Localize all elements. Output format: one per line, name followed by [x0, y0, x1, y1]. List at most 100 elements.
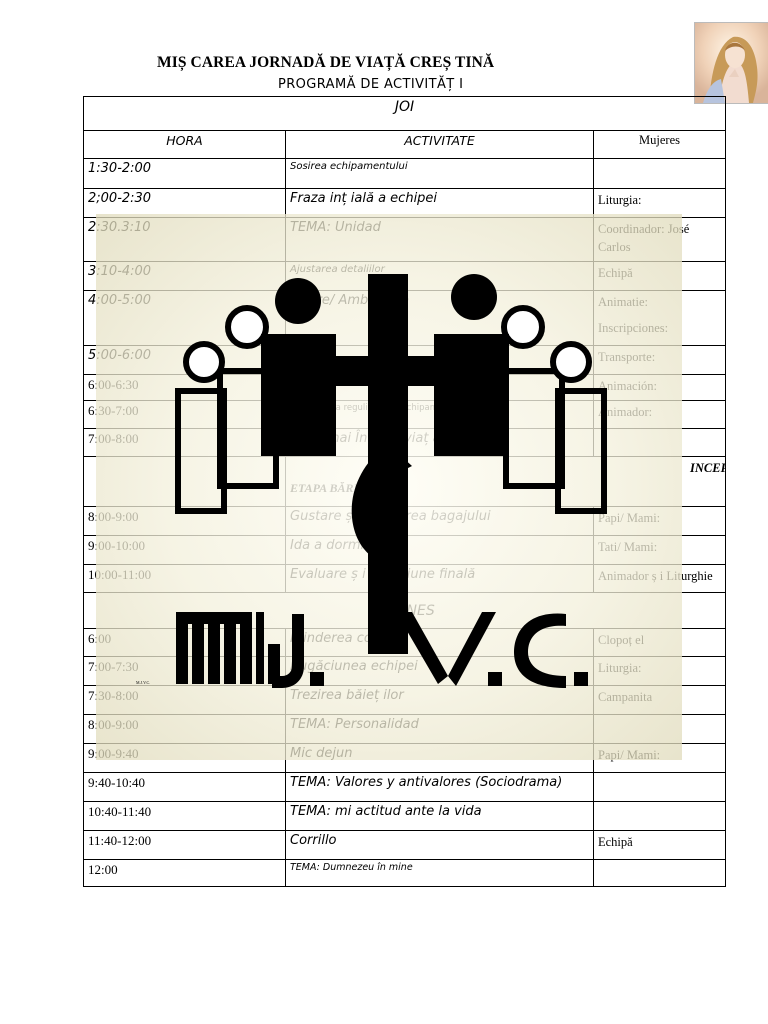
activity-cell: [285, 374, 594, 401]
day-row: VIERNES: [82, 592, 727, 629]
time-cell: 7:00-8:00: [83, 428, 286, 457]
activity-cell: Cina: [285, 345, 594, 375]
table-row: 9:00-9:40 Mic dejun Papi/ Mami:: [83, 743, 727, 773]
activity-cell: TEMA: mi actitud ante la vida: [285, 801, 594, 831]
table-row: 6:00-6:30 Animación:: [83, 374, 727, 401]
time-cell: 9:00-10:00: [83, 535, 286, 565]
responsible-cell: [592, 714, 727, 744]
responsible-cell: Liturgia:: [592, 656, 727, 686]
table-row: 2;00-2:30 Fraza inț ială a echipei Litur…: [83, 188, 727, 218]
time-cell: 5:00-6:00: [83, 345, 286, 375]
responsible-cell: Tati/ Mami:: [592, 535, 727, 565]
stage-cell: INCEPE ETAPA BĂRBAȚ ILOR: [284, 456, 727, 507]
responsible-cell: [592, 859, 727, 887]
activity-cell: Corrillo: [285, 830, 594, 860]
document-title: MIȘ CAREA JORNADĂ DE VIAȚĂ CREȘ TINĂ: [157, 54, 495, 71]
responsible-line: Inscripciones:: [598, 321, 669, 335]
responsible-cell: [592, 801, 727, 831]
table-row: 1:30-2:00 Sosirea echipamentului: [83, 158, 727, 189]
table-row: 8:00-9:00 Gustare ș i aranjarea bagajulu…: [83, 506, 727, 536]
activity-cell: Sosirea echipamentului: [285, 158, 594, 189]
time-cell: 9:40-10:40: [83, 772, 286, 802]
activity-cell: Rugăciunea echipei: [285, 656, 594, 686]
activity-cell: TEMA: Unidad: [285, 217, 594, 262]
time-cell: 4:00-5:00: [83, 290, 286, 346]
column-header: HORA: [83, 130, 286, 159]
activity-cell: TEMA: Personalidad: [285, 714, 594, 744]
table-row: 12:00 TEMA: Dumnezeu în mine: [83, 859, 727, 887]
responsible-cell: Clopoț el: [592, 628, 727, 657]
time-cell: 2;00-2:30: [83, 188, 286, 218]
table-row: 8:00-9:00 TEMA: Personalidad: [83, 714, 727, 744]
responsible-line: Animatie:: [598, 295, 648, 309]
time-cell: 3:10-4:00: [83, 261, 286, 291]
time-cell: 12:00: [83, 859, 286, 887]
stage-name-label: ETAPA BĂRBAȚ ILOR: [290, 481, 409, 495]
time-cell: 8:00-9:00: [83, 506, 286, 536]
table-row: 4:00-5:00 Sosire/ Ambianț ie Animatie: I…: [83, 290, 727, 346]
activity-cell: Ida a dormitoare: [285, 535, 594, 565]
activity-cell: Ceva mai Înalt în viaț a mea: [285, 428, 594, 457]
time-cell: 2:30.3:10: [83, 217, 286, 262]
time-cell: 10:40-11:40: [83, 801, 286, 831]
time-cell: 7:00-7:30: [83, 656, 286, 686]
table-row: 11:40-12:00 Corrillo Echipă: [83, 830, 727, 860]
responsible-cell: Transporte:: [592, 345, 727, 375]
activity-cell: Mic dejun: [285, 743, 594, 773]
responsible-cell: Echipă: [592, 830, 727, 860]
table-row: 10:00-11:00 Evaluare ș i rugăciune final…: [83, 564, 727, 593]
table-row: 2:30.3:10 TEMA: Unidad Coordinador: José…: [83, 217, 727, 262]
time-cell: 8:00-9:00: [83, 714, 286, 744]
table-row: 6:00 Prinderea copiilor Clopoț el: [83, 628, 727, 657]
table-row: 9:00-10:00 Ida a dormitoare Tati/ Mami:: [83, 535, 727, 565]
column-header: Mujeres: [592, 130, 727, 159]
table-row: 7:00-7:30 Rugăciunea echipei Liturgia:: [83, 656, 727, 686]
activity-cell: Ajustarea detaliilor: [285, 261, 594, 291]
table-row: 9:40-10:40 TEMA: Valores y antivalores (…: [83, 772, 727, 802]
activity-cell: Prinderea copiilor: [285, 628, 594, 657]
time-cell: 7:30-8:00: [83, 685, 286, 715]
column-header: ACTIVITATE: [285, 130, 594, 159]
document-subtitle: PROGRAMĂ DE ACTIVITĂȚ I: [278, 77, 464, 92]
activity-cell: TEMA: Valores y antivalores (Sociodrama): [285, 772, 594, 802]
activity-cell: Trezirea băieț ilor: [285, 685, 594, 715]
stage-start-label: INCEPE: [690, 461, 725, 475]
responsible-cell: Coordinador: José Carlos: [592, 217, 727, 262]
day-heading: VIERNES: [82, 592, 727, 629]
praying-virgin-icon: [695, 23, 768, 103]
schedule-table: JOI HORA ACTIVITATE Mujeres 1:30-2:00 So…: [82, 96, 727, 887]
responsible-cell: Animación:: [592, 374, 727, 401]
responsible-cell: Echipă: [592, 261, 727, 291]
activity-cell: TEMA: Dumnezeu în mine: [285, 859, 594, 887]
table-row: 7:00-8:00 Ceva mai Înalt în viaț a mea: [83, 428, 727, 457]
time-cell: 6:00-6:30: [83, 374, 286, 401]
time-cell: 6:00: [83, 628, 286, 657]
responsible-cell: Campanita: [592, 685, 727, 715]
activity-cell: Gustare ș i aranjarea bagajului: [285, 506, 594, 536]
table-row: INCEPE ETAPA BĂRBAȚ ILOR: [83, 456, 727, 507]
responsible-cell: Animador ș i Liturghie: [592, 564, 727, 593]
table-row: 5:00-6:00 Cina Transporte:: [83, 345, 727, 375]
responsible-cell: [592, 772, 727, 802]
responsible-cell: Animatie: Inscripciones:: [592, 290, 727, 346]
activity-cell: Prezentarea regulilor ș i a echipamentul…: [285, 400, 594, 429]
responsible-cell: Papi/ Mami:: [592, 743, 727, 773]
header-row: HORA ACTIVITATE Mujeres: [83, 130, 727, 159]
responsible-cell: [592, 428, 727, 457]
time-cell: [83, 456, 286, 507]
time-cell: 6:30-7:00: [83, 400, 286, 429]
table-row: 6:30-7:00 Prezentarea regulilor ș i a ec…: [83, 400, 727, 429]
praying-virgin-image: [694, 22, 768, 104]
responsible-cell: [592, 158, 727, 189]
time-cell: 9:00-9:40: [83, 743, 286, 773]
responsible-cell: Animador:: [592, 400, 727, 429]
activity-cell: Evaluare ș i rugăciune finală: [285, 564, 594, 593]
time-cell: 11:40-12:00: [83, 830, 286, 860]
table-row: 7:30-8:00 Trezirea băieț ilor Campanita: [83, 685, 727, 715]
day-heading: JOI: [82, 96, 727, 131]
table-row: 10:40-11:40 TEMA: mi actitud ante la vid…: [83, 801, 727, 831]
responsible-cell: Liturgia:: [592, 188, 727, 218]
time-cell: 1:30-2:00: [83, 158, 286, 189]
responsible-cell: Papi/ Mami:: [592, 506, 727, 536]
day-row: JOI: [82, 96, 727, 131]
